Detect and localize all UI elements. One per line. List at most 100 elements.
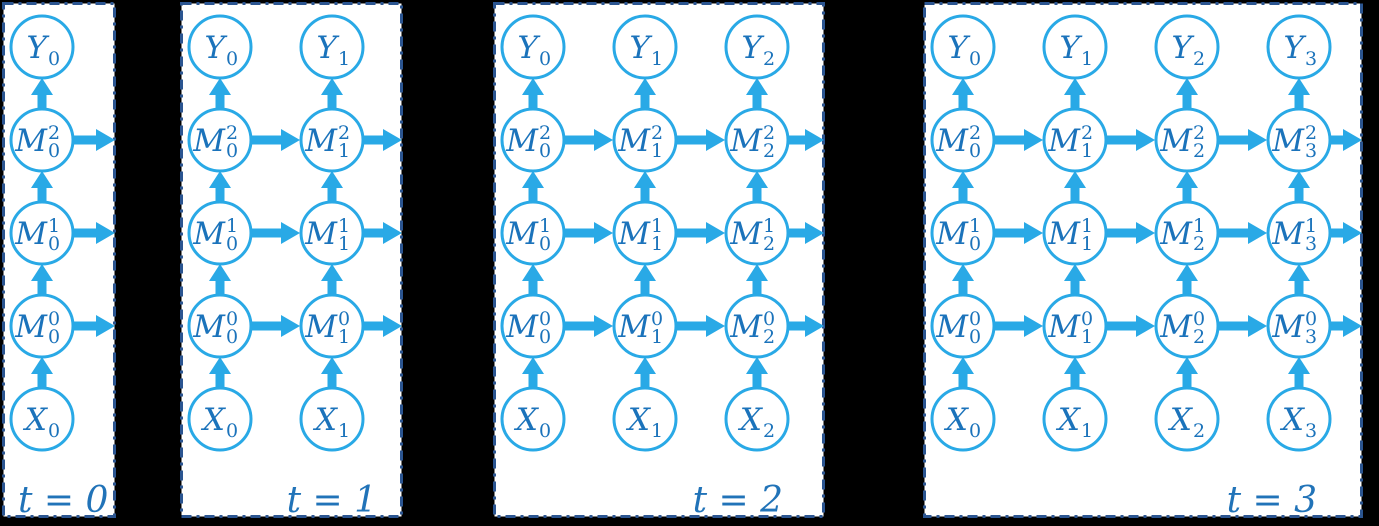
node-X-0-circle bbox=[500, 386, 566, 452]
node-X-0-label: X0 bbox=[514, 402, 551, 442]
node-M1-1-circle bbox=[299, 200, 365, 266]
node-M1-2-circle bbox=[1154, 200, 1220, 266]
node-X-2-circle bbox=[724, 386, 790, 452]
node-Y-2-circle bbox=[724, 14, 790, 80]
right-arrow bbox=[565, 129, 613, 151]
right-arrow bbox=[1107, 129, 1155, 151]
up-arrow bbox=[1288, 171, 1310, 202]
arrow-layer bbox=[522, 78, 824, 388]
node-X-0-circle bbox=[930, 386, 996, 452]
right-arrow bbox=[789, 222, 824, 244]
up-arrow bbox=[321, 264, 343, 295]
up-arrow bbox=[634, 357, 656, 388]
right-arrow bbox=[1219, 315, 1267, 337]
right-arrow bbox=[364, 129, 402, 151]
right-arrow bbox=[252, 129, 300, 151]
node-Y-0-circle bbox=[500, 14, 566, 80]
up-arrow bbox=[1176, 78, 1198, 109]
right-arrow bbox=[565, 315, 613, 337]
node-M2-2-circle bbox=[1154, 107, 1220, 173]
panel-time-label: t = 2 bbox=[693, 480, 783, 521]
up-arrow bbox=[31, 171, 53, 202]
node-X-0-label: X0 bbox=[944, 402, 981, 442]
node-X-1-circle bbox=[612, 386, 678, 452]
node-M0-1-circle bbox=[299, 293, 365, 359]
node-Y-0-circle bbox=[187, 14, 253, 80]
up-arrow bbox=[321, 357, 343, 388]
up-arrow bbox=[1064, 264, 1086, 295]
node-X-3-circle bbox=[1266, 386, 1332, 452]
node-Y-0-label: Y0 bbox=[948, 30, 982, 70]
node-M1-1-circle bbox=[1042, 200, 1108, 266]
up-arrow bbox=[634, 171, 656, 202]
right-arrow bbox=[789, 315, 824, 337]
node-Y-0-label: Y0 bbox=[205, 30, 239, 70]
node-M1-0-circle bbox=[9, 200, 75, 266]
node-M2-0-circle bbox=[9, 107, 75, 173]
node-M0-0-circle bbox=[9, 293, 75, 359]
node-M0-2-circle bbox=[724, 293, 790, 359]
node-M2-0-circle bbox=[500, 107, 566, 173]
node-M2-0-circle bbox=[187, 107, 253, 173]
node-X-0-label: X0 bbox=[201, 402, 238, 442]
node-Y-0-circle bbox=[930, 14, 996, 80]
up-arrow bbox=[522, 264, 544, 295]
node-X-2-label: X2 bbox=[738, 402, 775, 442]
node-M0-0-circle bbox=[500, 293, 566, 359]
right-arrow bbox=[1331, 129, 1362, 151]
up-arrow bbox=[1288, 357, 1310, 388]
up-arrow bbox=[31, 78, 53, 109]
node-X-1-circle bbox=[1042, 386, 1108, 452]
node-M2-3-circle bbox=[1266, 107, 1332, 173]
right-arrow bbox=[74, 129, 115, 151]
up-arrow bbox=[952, 357, 974, 388]
node-M0-2-circle bbox=[1154, 293, 1220, 359]
up-arrow bbox=[522, 357, 544, 388]
node-X-1-circle bbox=[299, 386, 365, 452]
arrow-layer bbox=[31, 78, 115, 388]
up-arrow bbox=[952, 78, 974, 109]
arrow-layer bbox=[952, 78, 1362, 388]
node-M1-1-circle bbox=[612, 200, 678, 266]
up-arrow bbox=[1288, 264, 1310, 295]
right-arrow bbox=[1107, 222, 1155, 244]
up-arrow bbox=[952, 171, 974, 202]
node-M2-1-circle bbox=[1042, 107, 1108, 173]
node-Y-1-circle bbox=[612, 14, 678, 80]
node-M2-1-circle bbox=[612, 107, 678, 173]
node-M0-1-circle bbox=[1042, 293, 1108, 359]
up-arrow bbox=[746, 78, 768, 109]
node-M0-1-circle bbox=[612, 293, 678, 359]
node-X-1-label: X1 bbox=[626, 402, 663, 442]
panel-time-label: t = 1 bbox=[287, 480, 377, 521]
node-X-1-label: X1 bbox=[313, 402, 350, 442]
node-Y-0-circle bbox=[9, 14, 75, 80]
node-X-0-circle bbox=[187, 386, 253, 452]
node-X-0-circle bbox=[9, 386, 75, 452]
node-Y-0-label: Y0 bbox=[27, 30, 61, 70]
node-Y-0-label: Y0 bbox=[518, 30, 552, 70]
right-arrow bbox=[565, 222, 613, 244]
right-arrow bbox=[1331, 222, 1362, 244]
up-arrow bbox=[634, 264, 656, 295]
